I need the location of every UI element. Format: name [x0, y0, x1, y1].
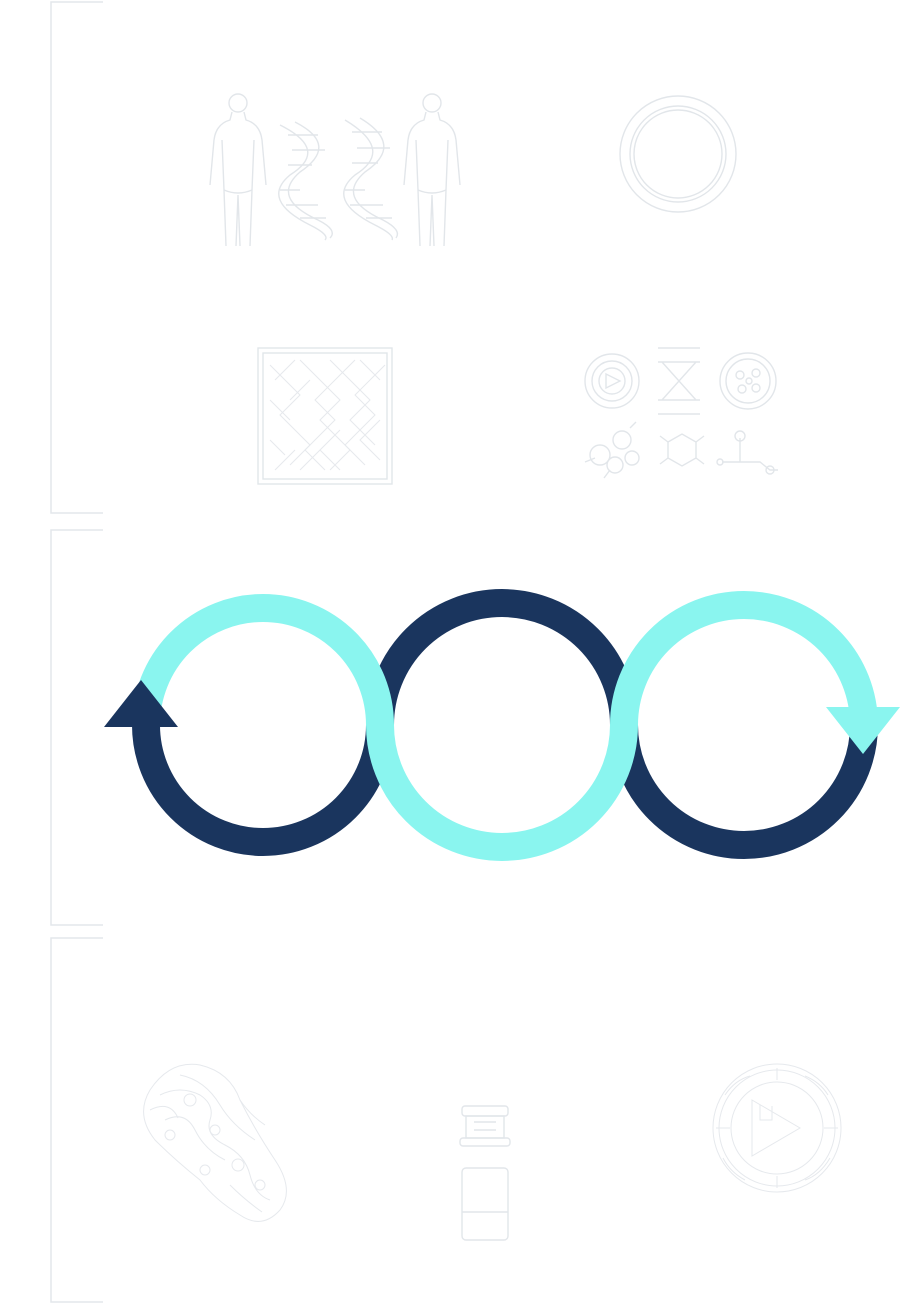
circular-molecule-icon [712, 1063, 842, 1193]
loop-left-bottom-arc [132, 724, 394, 856]
molecule-grid-icon [584, 347, 778, 479]
right-arrow-down-icon [826, 707, 900, 754]
loop-right-bottom-arc [610, 724, 878, 859]
human-dna-icon [209, 93, 461, 247]
vial-icon [459, 1105, 511, 1241]
section-brackets [50, 1, 103, 1303]
ring-icon [619, 95, 737, 213]
bracket-bottom [50, 937, 103, 1303]
loop-middle-bottom-arc [366, 724, 638, 861]
left-arrow-up-icon [104, 680, 178, 727]
loop-middle-top-arc [366, 589, 638, 726]
loop-right-top-arc [610, 591, 878, 726]
bracket-top [50, 1, 103, 514]
bracket-middle [50, 529, 103, 926]
maze-pattern-icon [257, 347, 393, 485]
cycle-diagram [104, 589, 900, 861]
loop-left-top-arc [132, 594, 394, 726]
protein-structure-icon [143, 1063, 287, 1222]
